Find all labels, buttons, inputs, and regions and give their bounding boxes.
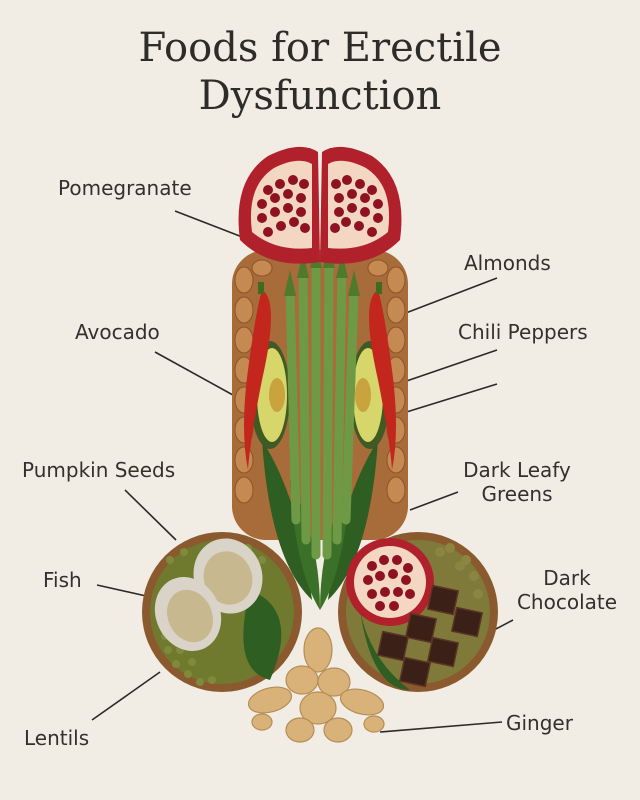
pomegranate-head [238,146,402,264]
label-pumpkin-seeds: Pumpkin Seeds [22,458,176,482]
label-dark-chocolate: Dark Chocolate [504,566,630,614]
label-dark-leafy-greens-line-1: Dark Leafy [463,458,571,482]
label-dark-chocolate-line-1: Dark [543,566,591,590]
label-dark-chocolate-line-2: Chocolate [516,590,618,614]
right-bowl [338,532,498,692]
ginger-root [247,627,385,743]
title-line-1: Foods for Erectile [138,25,502,71]
leader-line-chili-peppers [391,349,498,387]
page-title: Foods for Erectile Dysfunction [0,24,640,120]
label-pomegranate: Pomegranate [58,176,192,200]
dark-chocolate [376,584,484,688]
label-almonds: Almonds [464,251,551,275]
label-dark-leafy-greens: Dark Leafy Greens [452,458,582,506]
leader-line-avocado [154,351,243,401]
asparagus [284,242,360,560]
title-line-2: Dysfunction [198,73,442,119]
chili-peppers [244,282,396,470]
leader-line-pumpkin-seeds [124,489,177,541]
leader-line-pomegranate [174,210,251,241]
leader-line-ginger [379,721,503,733]
label-lentils: Lentils [24,726,90,750]
label-fish: Fish [43,568,82,592]
leader-line-dark-leafy-greens [409,491,459,511]
leader-line-lentils [91,671,161,721]
left-bowl [142,532,302,692]
label-dark-leafy-greens-line-2: Greens [481,482,553,506]
leader-line-almonds [397,277,498,317]
label-avocado: Avocado [75,320,160,344]
label-ginger: Ginger [506,711,573,735]
leader-line-extra [399,383,498,415]
label-chili-peppers: Chili Peppers [458,320,588,344]
